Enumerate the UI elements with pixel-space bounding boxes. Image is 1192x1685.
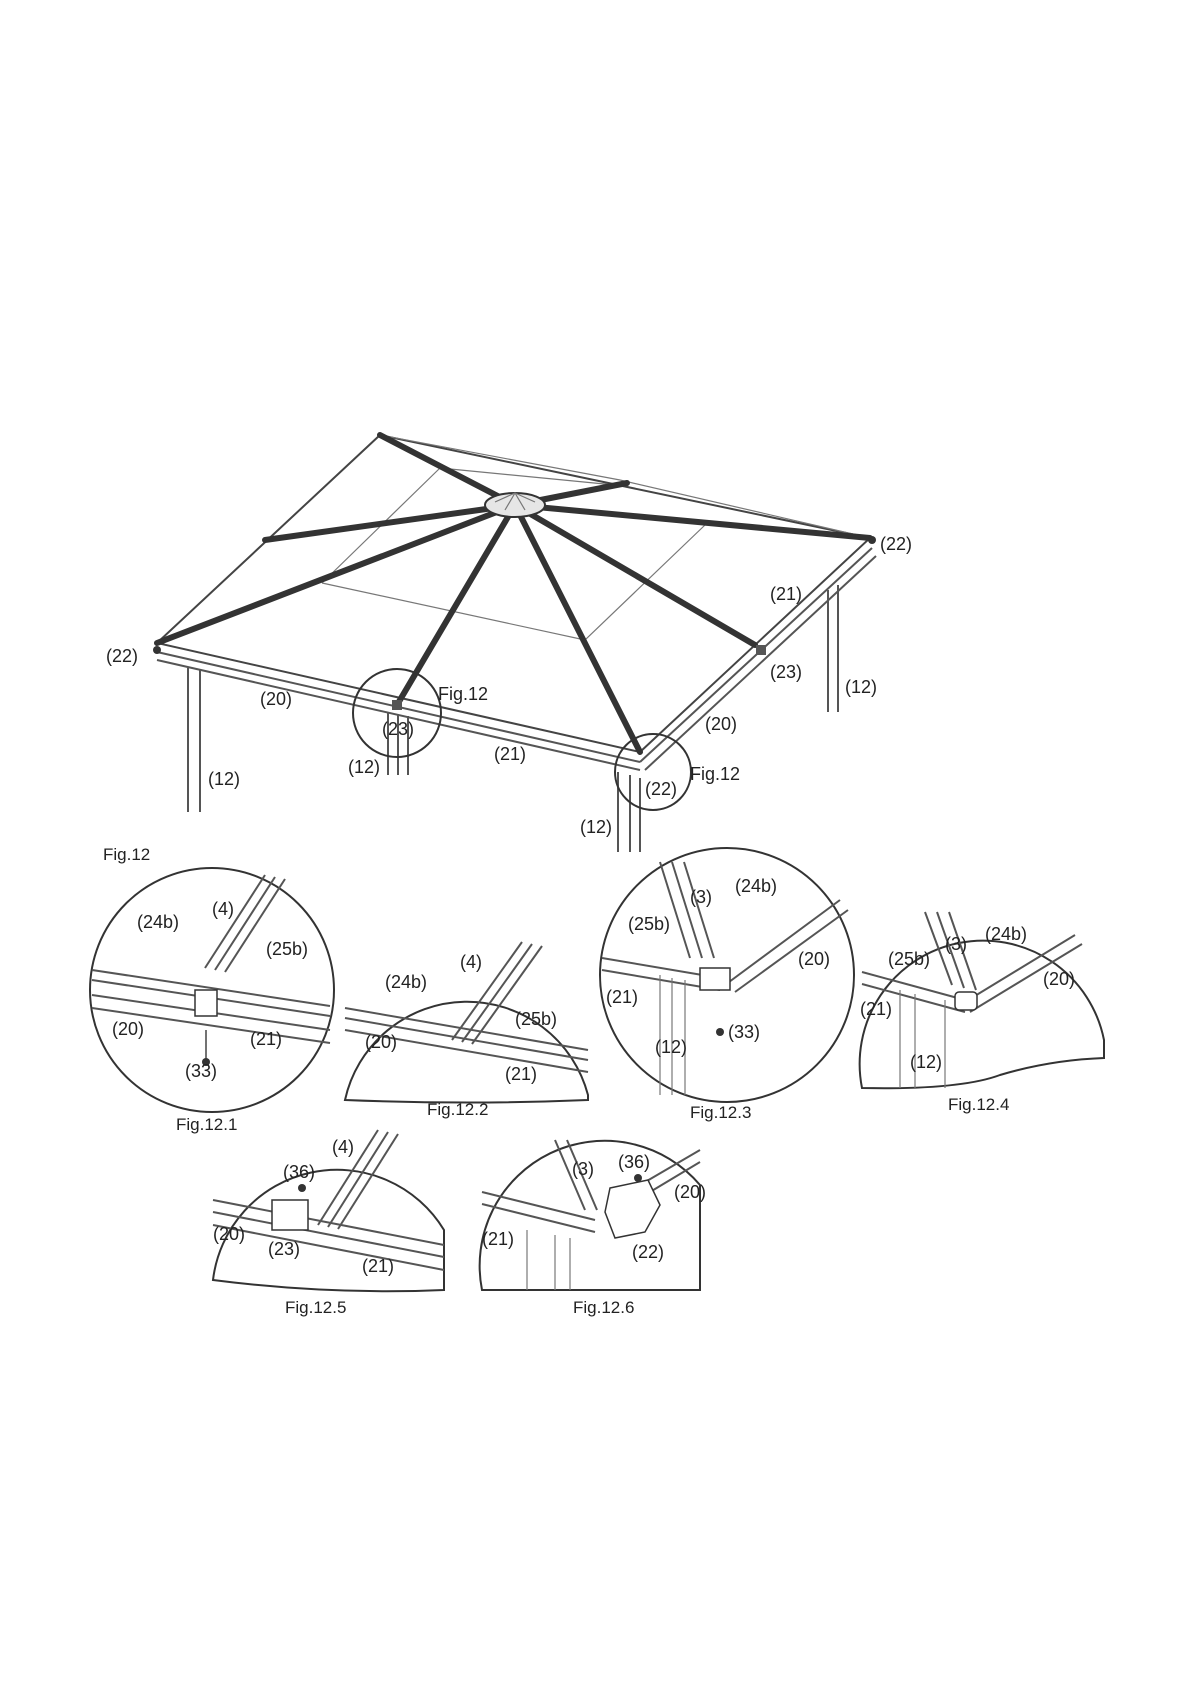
label-25b: (25b) [515, 1009, 557, 1029]
label-25b: (25b) [888, 949, 930, 969]
callout-12-left: (12) [208, 769, 240, 789]
side-bracket-right [756, 645, 766, 655]
label-22: (22) [632, 1242, 664, 1262]
side-bracket [271, 1199, 309, 1231]
label-21: (21) [860, 999, 892, 1019]
caption-fig-12-3: Fig.12.3 [690, 1103, 751, 1122]
callout-23-mid: (23) [382, 719, 414, 739]
label-20: (20) [798, 949, 830, 969]
detail-fig-12-6: (3) (36) (20) (21) (22) Fig.12.6 [478, 1139, 706, 1317]
caption-fig-12-6: Fig.12.6 [573, 1298, 634, 1317]
corner-cap [954, 991, 978, 1011]
screw-icon [202, 1058, 210, 1066]
callout-22-corner: (22) [645, 779, 677, 799]
callout-23-right: (23) [770, 662, 802, 682]
label-36: (36) [618, 1152, 650, 1172]
callout-fig12-side: Fig.12 [438, 684, 488, 704]
details-heading: Fig.12 [103, 845, 150, 864]
label-21: (21) [606, 987, 638, 1007]
callout-20-left: (20) [260, 689, 292, 709]
callout-22-left: (22) [106, 646, 138, 666]
detail-circle [89, 867, 335, 1113]
corner-bracket [604, 1179, 661, 1239]
label-21: (21) [482, 1229, 514, 1249]
callout-12-right: (12) [845, 677, 877, 697]
label-20: (20) [674, 1182, 706, 1202]
callout-fig12-corner: Fig.12 [690, 764, 740, 784]
detail-circle [599, 847, 855, 1103]
screw-icon [634, 1174, 642, 1182]
callout-21-right: (21) [770, 584, 802, 604]
detail-circle-side [352, 668, 442, 758]
label-4: (4) [332, 1137, 354, 1157]
label-21: (21) [250, 1029, 282, 1049]
roof-seam [439, 467, 626, 487]
label-4: (4) [460, 952, 482, 972]
roof-back-edge [379, 434, 621, 481]
label-12: (12) [655, 1037, 687, 1057]
detail-fig-12-5: (4) (36) (20) (23) (21) Fig.12.5 [211, 1129, 445, 1317]
label-36: (36) [283, 1162, 315, 1182]
bracket-plate [194, 989, 218, 1017]
detail-fig-12-2: (4) (24b) (25b) (20) (21) Fig.12.2 [343, 941, 589, 1119]
label-4: (4) [212, 899, 234, 919]
corner-bracket [699, 967, 731, 991]
corner-bracket-right [868, 536, 876, 544]
screw-icon [716, 1028, 724, 1036]
label-33: (33) [728, 1022, 760, 1042]
label-20: (20) [365, 1032, 397, 1052]
gazebo-main-view: (22) (21) (23) (12) (22) (20) (12) (12) … [106, 432, 912, 852]
detail-fig-12-4: (3) (24b) (25b) (20) (21) (12) Fig.12.4 [858, 911, 1105, 1114]
callout-21-front: (21) [494, 744, 526, 764]
gazebo-posts [187, 585, 839, 852]
label-25b: (25b) [266, 939, 308, 959]
callout-12-mid: (12) [348, 757, 380, 777]
callout-12-front: (12) [580, 817, 612, 837]
label-24b: (24b) [385, 972, 427, 992]
caption-fig-12-2: Fig.12.2 [427, 1100, 488, 1119]
detail-fig-12-3: (3) (24b) (25b) (20) (21) (33) (12) Fig.… [599, 847, 855, 1122]
callout-20-right: (20) [705, 714, 737, 734]
roof-crown [484, 492, 546, 518]
label-3: (3) [690, 887, 712, 907]
eave-rails [156, 547, 877, 771]
label-20: (20) [1043, 969, 1075, 989]
roof-back-edge [619, 479, 871, 539]
detail-arc [343, 1000, 589, 1104]
label-21: (21) [505, 1064, 537, 1084]
detail-arc [211, 1168, 445, 1293]
label-3: (3) [572, 1159, 594, 1179]
callout-22-right: (22) [880, 534, 912, 554]
side-bracket-front [392, 700, 402, 710]
label-20: (20) [213, 1224, 245, 1244]
roof-crown-ribs [494, 491, 536, 511]
detail-circle-corner [614, 733, 692, 811]
label-3: (3) [945, 934, 967, 954]
label-20: (20) [112, 1019, 144, 1039]
label-12: (12) [910, 1052, 942, 1072]
roof-rafters [154, 432, 873, 755]
label-21: (21) [362, 1256, 394, 1276]
detail-arc [858, 939, 1105, 1090]
label-33: (33) [185, 1061, 217, 1081]
screw-icon [298, 1184, 306, 1192]
caption-fig-12-4: Fig.12.4 [948, 1095, 1009, 1114]
caption-fig-12-5: Fig.12.5 [285, 1298, 346, 1317]
caption-fig-12-1: Fig.12.1 [176, 1115, 237, 1134]
label-24b: (24b) [137, 912, 179, 932]
label-24b: (24b) [985, 924, 1027, 944]
label-23: (23) [268, 1239, 300, 1259]
corner-bracket-left [153, 646, 161, 654]
detail-fig-12-1: (4) (24b) (25b) (20) (21) (33) Fig.12.1 [89, 867, 335, 1134]
label-24b: (24b) [735, 876, 777, 896]
label-25b: (25b) [628, 914, 670, 934]
